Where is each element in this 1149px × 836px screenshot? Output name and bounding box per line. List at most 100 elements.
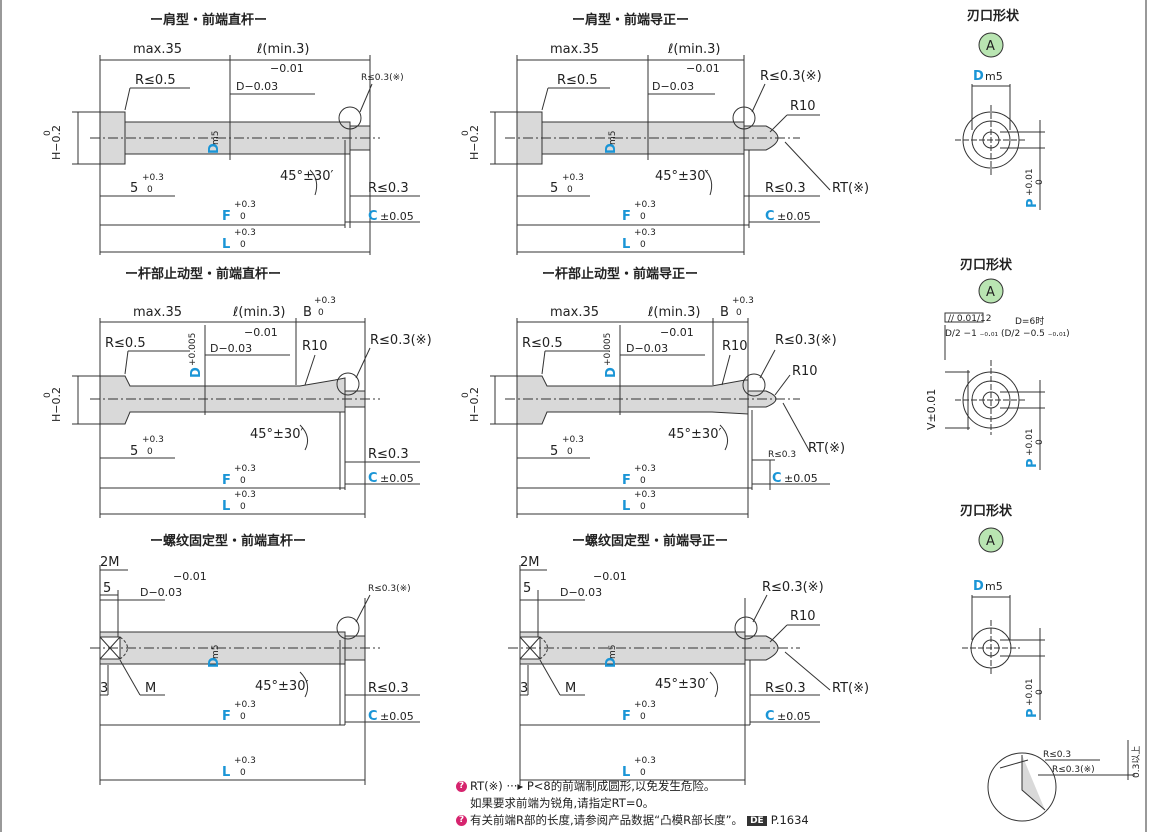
note-line-2: 如果要求前端为锐角,请指定RT=0。 — [470, 796, 655, 810]
dim-F-5: F — [222, 709, 231, 724]
dim-M: M — [145, 681, 156, 696]
dim-h-tol-2: H−0.2 — [468, 125, 481, 160]
dim-five-tol0-4: 0 — [567, 447, 573, 457]
dim-d-label-3: D — [189, 367, 204, 378]
dim-d-tol-lo-6: D−0.03 — [560, 586, 602, 599]
dim-max35: max.35 — [133, 42, 182, 57]
dim-d-tol-up: −0.01 — [270, 62, 304, 75]
dim-F-tol0-4: 0 — [640, 476, 646, 486]
blade-P-tol0-3: 0 — [1035, 689, 1045, 695]
dim-d-tol-005-4: +0.005 — [603, 333, 613, 366]
dim-ell-3: ℓ(min.3) — [232, 305, 285, 320]
detail-side: 0.3以上 — [1131, 746, 1142, 778]
dim-max35-4: max.35 — [550, 305, 599, 320]
dim-r05-4: R≤0.5 — [522, 336, 563, 351]
dim-r10-4: R10 — [722, 339, 748, 354]
blade-P-tol0-1: 0 — [1035, 179, 1045, 185]
badge-A-3 — [978, 527, 1004, 553]
dim-B-tol0-3: 0 — [318, 308, 324, 318]
dim-r03-3: R≤0.3 — [368, 447, 409, 462]
dim-M-6: M — [565, 681, 576, 696]
note-text-1: RT(※) ···▸ P<8的前端制成圆形,以免发生危险。 — [470, 779, 716, 793]
dim-L-tol-3: +0.3 — [234, 490, 256, 500]
blade-P-tol0-2: 0 — [1035, 439, 1045, 445]
dim-d-tol-up-2: −0.01 — [686, 62, 720, 75]
dim-C-tol-6: ±0.05 — [777, 710, 811, 723]
dim-B-tol0-4: 0 — [736, 308, 742, 318]
dim-C-tol-4: ±0.05 — [784, 472, 818, 485]
dim-r05-2: R≤0.5 — [557, 73, 598, 88]
title-keyed-pilot: ー杆部止动型・前端导正ー — [542, 266, 698, 282]
dim-angle-5: 45°±30′ — [255, 679, 308, 694]
dim-max35-3: max.35 — [133, 305, 182, 320]
dim-five: 5 — [130, 181, 138, 196]
dim-B-tol-3: +0.3 — [314, 296, 336, 306]
dim-r10-3: R10 — [302, 339, 328, 354]
dim-B-3: B — [303, 305, 312, 320]
dim-L-6: L — [622, 765, 630, 780]
dim-r03-4: R≤0.3 — [768, 450, 796, 460]
dim-r03x-6: R≤0.3(※) — [762, 580, 824, 595]
dim-d-label-6: D — [604, 657, 619, 668]
dim-d-tol-up-6: −0.01 — [593, 570, 627, 583]
dim-d-tol-up-4: −0.01 — [660, 326, 694, 339]
dim-d-label-4: D — [604, 367, 619, 378]
punch-keyed-straight — [72, 318, 420, 518]
dim-five-tol: +0.3 — [142, 173, 164, 183]
dim-d-label-5: D — [207, 657, 222, 668]
dim-B-4: B — [720, 305, 729, 320]
dim-r03-6: R≤0.3 — [765, 681, 806, 696]
dim-F-tol0-6: 0 — [640, 712, 646, 722]
edge-detail-view — [987, 740, 1135, 822]
dim-C-2: C — [765, 209, 775, 224]
dim-F-tol0-2: 0 — [640, 212, 646, 222]
dim-angle-2: 45°±30′ — [655, 169, 708, 184]
blade-m5-1: m5 — [985, 70, 1003, 83]
dim-r03x-4: R≤0.3(※) — [775, 333, 837, 348]
punch-shoulder-straight — [72, 55, 420, 255]
dim-C-tol-2: ±0.05 — [777, 210, 811, 223]
dim-C-6: C — [765, 709, 775, 724]
punch-shoulder-pilot — [490, 55, 831, 255]
blade-P-tol-3: +0.01 — [1025, 678, 1035, 706]
dim-h-tol-zero-2: 0 — [461, 130, 471, 136]
dim-r03x-5: R≤0.3(※) — [368, 584, 411, 594]
blade-P-1: P — [1025, 198, 1040, 208]
dim-L-3: L — [222, 499, 230, 514]
dim-F-tol-4: +0.3 — [634, 464, 656, 474]
blade-title-2: 刃口形状 — [960, 257, 1013, 273]
dim-L-tol-6: +0.3 — [634, 756, 656, 766]
dim-m5: m5 — [211, 131, 221, 146]
parallel-callout-box — [944, 312, 984, 323]
dim-five-tol-3: +0.3 — [142, 435, 164, 445]
dim-five-3: 5 — [130, 444, 138, 459]
dim-five-tol0-2: 0 — [567, 185, 573, 195]
dim-L: L — [222, 237, 230, 252]
dim-F-tol-3: +0.3 — [234, 464, 256, 474]
dim-ell-4: ℓ(min.3) — [647, 305, 700, 320]
dim-r05-3: R≤0.5 — [105, 336, 146, 351]
dim-three-6: 3 — [520, 681, 528, 696]
badge-A-1 — [978, 32, 1004, 58]
dim-C-tol-5: ±0.05 — [380, 710, 414, 723]
blade-V: V±0.01 — [925, 389, 938, 430]
blade-P-tol-2: +0.01 — [1025, 428, 1035, 456]
punch-screw-pilot — [508, 565, 831, 785]
dim-F-tol-2: +0.3 — [634, 200, 656, 210]
blade-view-2 — [944, 325, 1045, 470]
dim-five-tol0-3: 0 — [147, 447, 153, 457]
dim-rt-4: RT(※) — [808, 441, 845, 456]
dim-L-4: L — [622, 499, 630, 514]
dim-d-tol-lo: D−0.03 — [236, 80, 278, 93]
blade-P-3: P — [1025, 708, 1040, 718]
dim-B-tol-4: +0.3 — [732, 296, 754, 306]
badge-A-3-label: A — [986, 534, 995, 549]
dim-2M: 2M — [100, 555, 120, 570]
badge-A-1-label: A — [986, 39, 995, 54]
dim-angle-4: 45°±30′ — [668, 427, 721, 442]
page-ref-link[interactable]: P.1634 — [770, 813, 809, 827]
dim-angle-6: 45°±30′ — [655, 677, 708, 692]
hint-icon: ? — [456, 781, 467, 792]
dim-ell-2: ℓ(min.3) — [667, 42, 720, 57]
